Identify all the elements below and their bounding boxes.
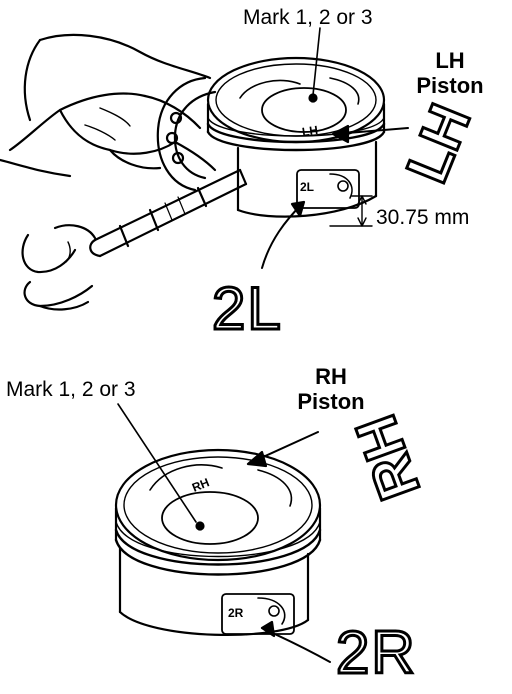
measurement-label: 30.75 mm — [376, 206, 470, 229]
top-micrometer — [89, 76, 248, 258]
lh-piston-label: LH Piston — [402, 48, 498, 98]
rh-skirt-mark: 2R — [228, 606, 244, 620]
lh-piston-label-line2: Piston — [416, 73, 484, 98]
rh-piston-label: RH Piston — [286, 364, 376, 414]
rh-piston-label-line1: RH — [315, 364, 347, 389]
bottom-leader-lines — [117, 403, 331, 663]
top-hand-illustration — [0, 33, 217, 311]
rh-piston-label-line2: Piston — [297, 389, 365, 414]
code-label-2r: 2R — [335, 618, 417, 688]
top-mark-label: Mark 1, 2 or 3 — [243, 6, 373, 29]
lh-skirt-mark: 2L — [300, 180, 315, 194]
top-leader-lines — [261, 27, 409, 269]
code-label-2l: 2L — [211, 274, 283, 344]
lh-piston-label-line1: LH — [435, 48, 465, 73]
bottom-mark-label: Mark 1, 2 or 3 — [6, 378, 136, 401]
bottom-rh-piston — [114, 448, 322, 637]
top-lh-piston — [206, 56, 386, 227]
lh-crown-mark: LH — [301, 122, 319, 140]
